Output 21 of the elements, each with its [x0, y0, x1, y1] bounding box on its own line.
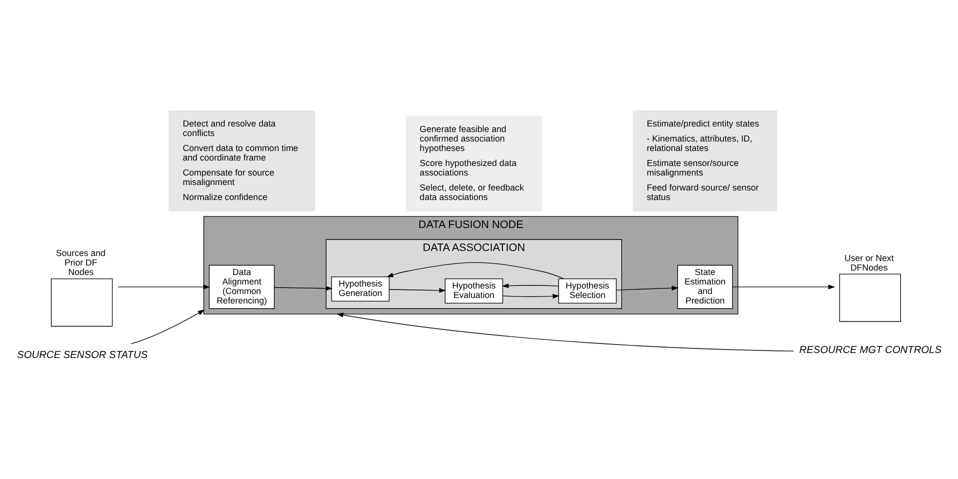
node-box: Detect and resolve data conflicts Convert data to common time and coordinate frame Compensate for source misalignment Normalize confidence	[168, 110, 315, 212]
arrow	[732, 284, 835, 290]
node-label: Sources and Prior DF Nodes	[56, 248, 106, 278]
arrow	[386, 262, 564, 280]
arrow	[502, 283, 559, 288]
arrow	[616, 286, 679, 290]
node-box: Hypothesis Selection	[558, 278, 617, 304]
arrow	[336, 312, 794, 352]
arrow	[502, 294, 560, 299]
node-box: Hypothesis Evaluation	[444, 278, 504, 304]
node-box: State Estimation and Prediction	[677, 264, 733, 309]
arrow	[130, 310, 205, 344]
node-text: SOURCE SENSOR STATUS	[17, 350, 148, 361]
arrow	[274, 286, 333, 291]
node-label: User or Next DFNodes	[844, 252, 894, 272]
arrow	[118, 284, 210, 290]
node-box: Hypothesis Generation	[331, 276, 390, 302]
node-box: Estimate/predict entity states - Kinematics, attributes, ID, relational states Estimate sensor/source misalignments Feed forward source/ sensor status	[632, 110, 778, 212]
node-text: RESOURCE MGT CONTROLS	[799, 345, 942, 356]
arrow	[389, 288, 446, 293]
node-box: Data Alignment (Common Referencing)	[208, 264, 275, 309]
